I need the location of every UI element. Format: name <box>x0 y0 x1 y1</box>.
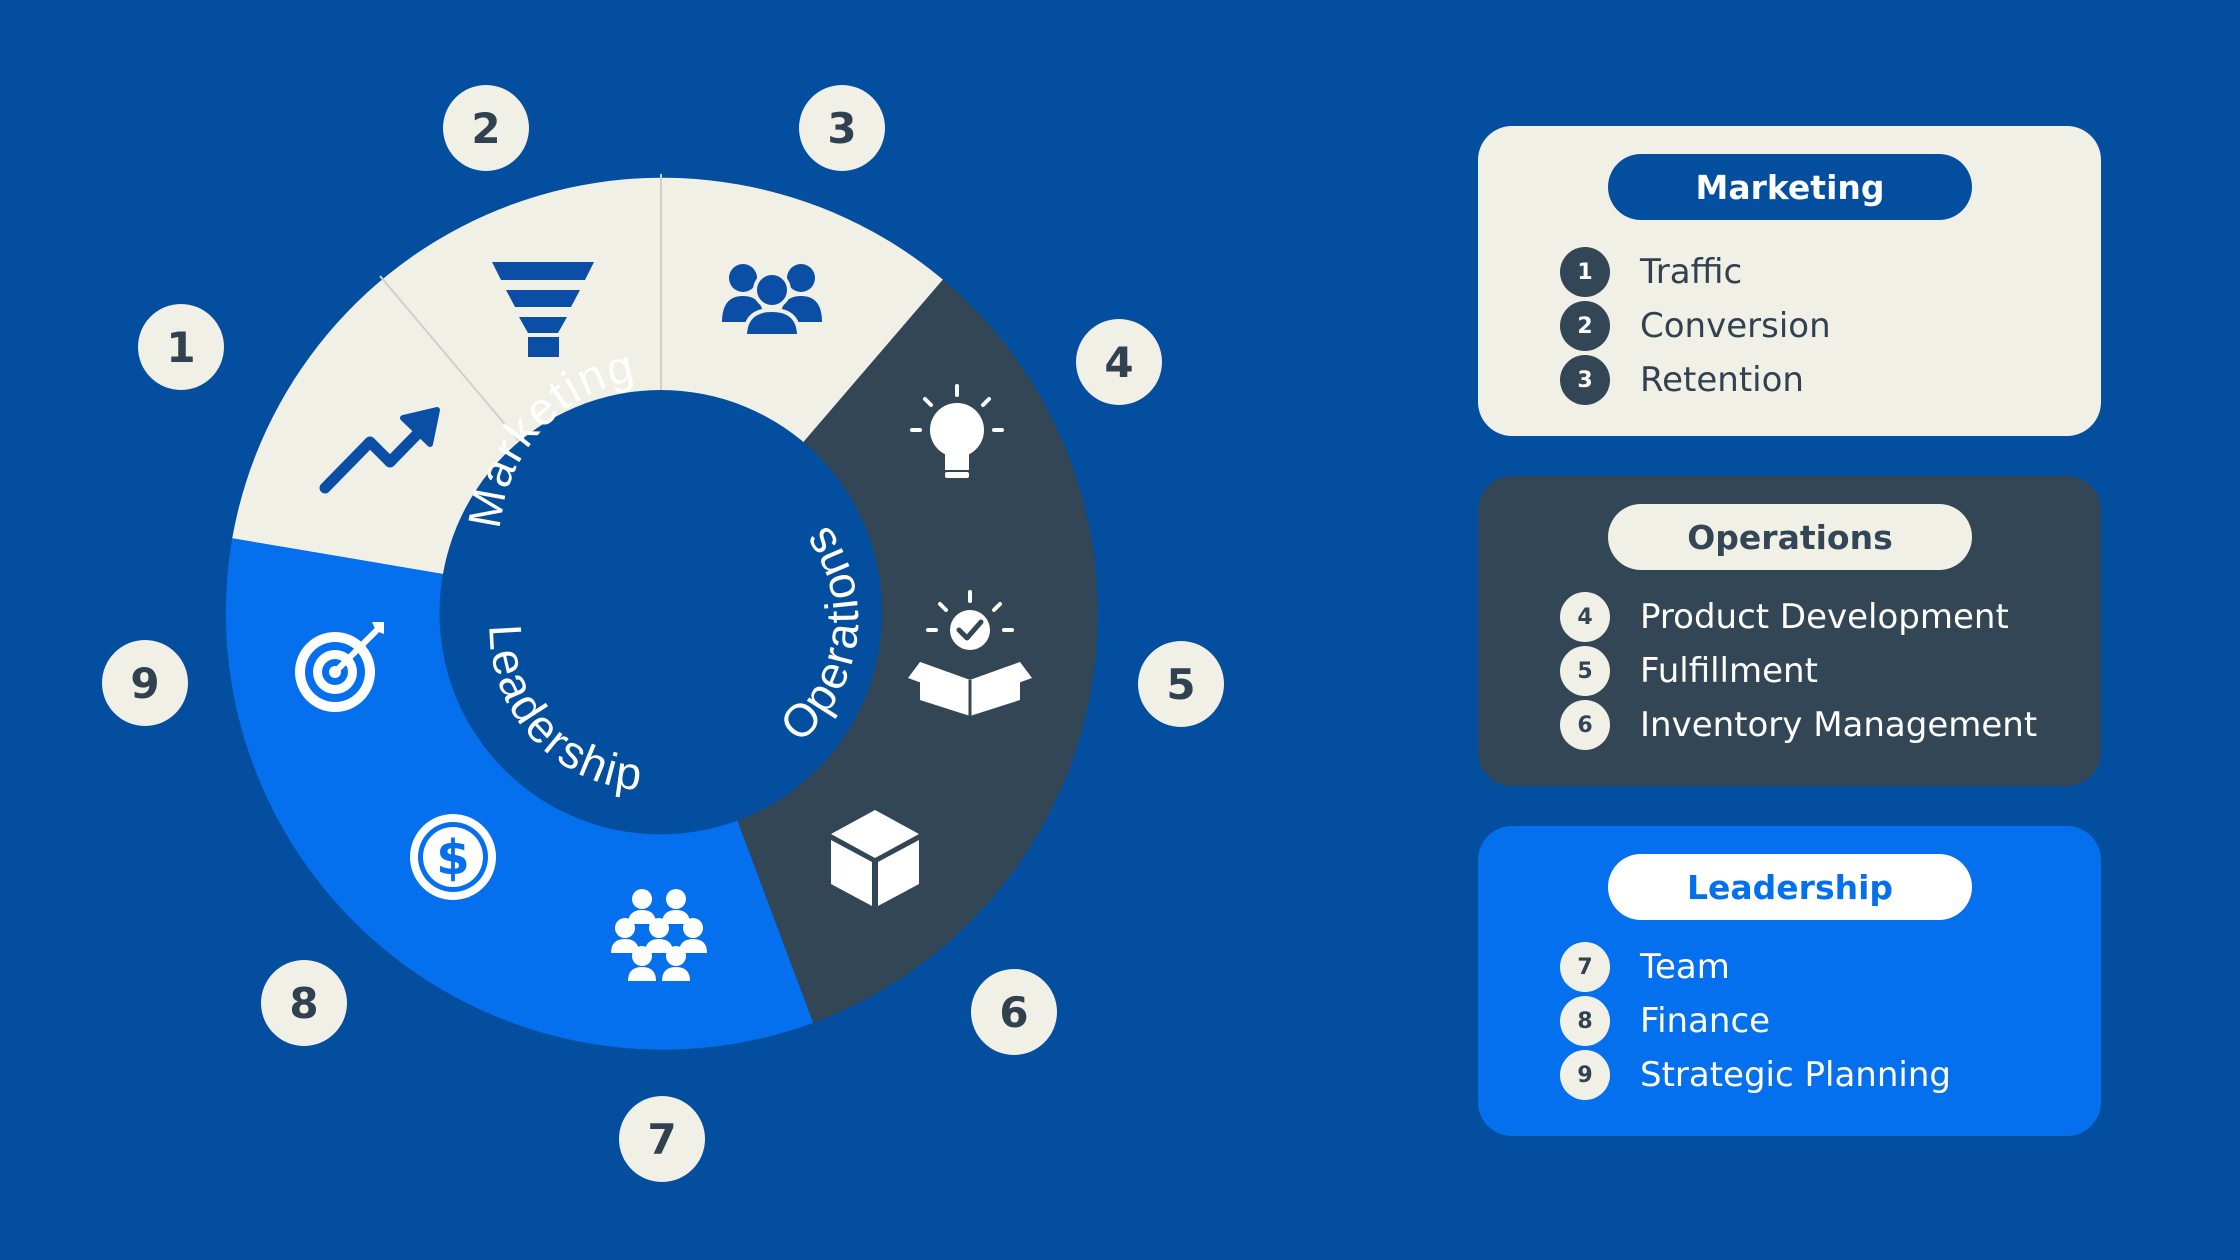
badge-number: 8 <box>289 979 318 1028</box>
card-title-marketing: Marketing <box>1608 154 1972 220</box>
list-item: 6 Inventory Management <box>1560 700 2037 750</box>
badge-number: 9 <box>130 659 159 708</box>
item-number-badge: 4 <box>1560 592 1610 642</box>
card-title-leadership: Leadership <box>1608 854 1972 920</box>
item-label: Traffic <box>1640 252 1743 292</box>
item-number-badge: 1 <box>1560 247 1610 297</box>
segment-number-badge: 9 <box>102 640 188 726</box>
segment-number-badge: 5 <box>1138 641 1224 727</box>
item-label: Fulfillment <box>1640 651 1818 691</box>
item-label: Strategic Planning <box>1640 1055 1951 1095</box>
segment-operations <box>737 279 1098 1023</box>
lightbulb-icon <box>910 384 1004 478</box>
item-label: Finance <box>1640 1001 1771 1041</box>
badge-number: 5 <box>1166 660 1195 709</box>
list-item: 9 Strategic Planning <box>1560 1050 1951 1100</box>
item-label: Retention <box>1640 360 1804 400</box>
segment-number-badge: 4 <box>1076 319 1162 405</box>
segment-number-badge: 7 <box>619 1096 705 1182</box>
item-number-badge: 5 <box>1560 646 1610 696</box>
cube-icon <box>831 810 919 906</box>
segment-number-badge: 8 <box>261 960 347 1046</box>
badge-number: 1 <box>166 323 195 372</box>
funnel-icon <box>492 262 594 357</box>
list-item: 4 Product Development <box>1560 592 2009 642</box>
list-item: 2 Conversion <box>1560 301 1831 351</box>
list-item: 8 Finance <box>1560 996 1770 1046</box>
segment-number-badge: 2 <box>443 85 529 171</box>
item-number-badge: 6 <box>1560 700 1610 750</box>
center-circle <box>440 390 882 832</box>
card-title-operations: Operations <box>1608 504 1972 570</box>
badge-number: 2 <box>471 104 500 153</box>
card-leadership: Leadership 7 Team 8 Finance 9 Strategic … <box>1478 826 2101 1136</box>
trending-up-icon <box>319 407 440 494</box>
item-number-badge: 3 <box>1560 355 1610 405</box>
list-item: 3 Retention <box>1560 355 1804 405</box>
card-marketing: Marketing 1 Traffic 2 Conversion 3 Reten… <box>1478 126 2101 436</box>
item-label: Product Development <box>1640 597 2009 637</box>
badge-number: 3 <box>827 104 856 153</box>
list-item: 1 Traffic <box>1560 247 1742 297</box>
badge-number: 4 <box>1104 338 1133 387</box>
card-operations: Operations 4 Product Development 5 Fulfi… <box>1478 476 2101 786</box>
item-number-badge: 7 <box>1560 942 1610 992</box>
item-label: Team <box>1640 947 1730 987</box>
item-label: Conversion <box>1640 306 1831 346</box>
item-label: Inventory Management <box>1640 705 2038 745</box>
open-box-check-icon <box>908 590 1032 716</box>
list-item: 5 Fulfillment <box>1560 646 1818 696</box>
segment-number-badge: 3 <box>799 85 885 171</box>
badge-number: 6 <box>999 988 1028 1037</box>
target-icon <box>295 622 384 712</box>
segment-divider <box>379 275 520 442</box>
item-number-badge: 8 <box>1560 996 1610 1046</box>
team-icon <box>611 889 707 981</box>
wheel-diagram: Marketing Operations Leadership <box>102 85 1224 1182</box>
badge-number: 7 <box>647 1115 676 1164</box>
segment-number-badge: 1 <box>138 304 224 390</box>
svg-text:$: $ <box>436 830 469 886</box>
list-item: 7 Team <box>1560 942 1730 992</box>
item-number-badge: 9 <box>1560 1050 1610 1100</box>
segment-number-badge: 6 <box>971 969 1057 1055</box>
users-group-icon <box>722 264 822 338</box>
dollar-coin-icon: $ <box>410 814 496 900</box>
item-number-badge: 2 <box>1560 301 1610 351</box>
